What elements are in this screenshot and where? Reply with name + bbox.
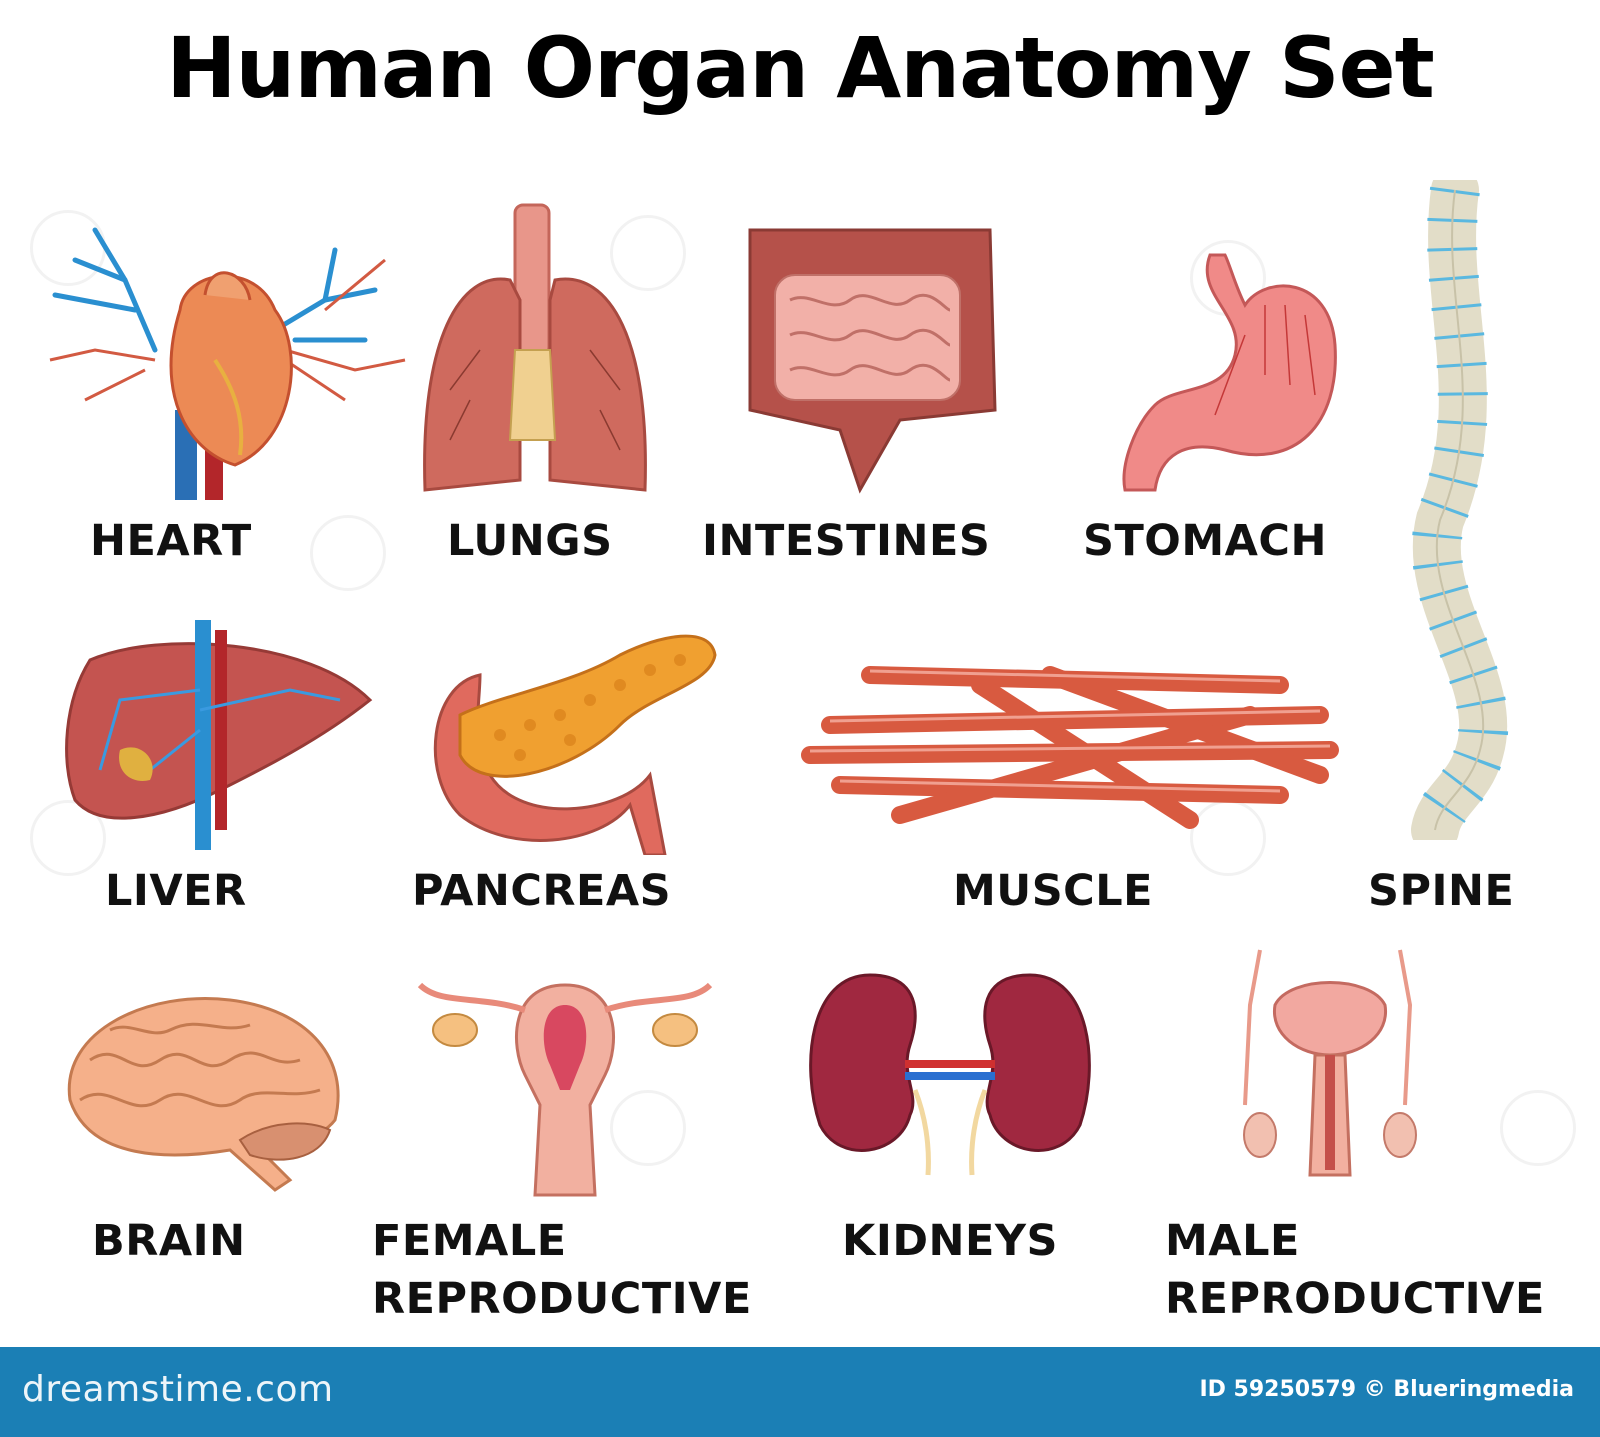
footer-bar: dreamstime.com ID 59250579 © Blueringmed… (0, 1347, 1600, 1437)
lungs-illustration (423, 203, 647, 492)
liver-illustration (65, 620, 373, 850)
brain-illustration (67, 997, 340, 1192)
male-reproductive-label-line2: REPRODUCTIVE (1165, 1274, 1545, 1324)
brain-label: BRAIN (92, 1216, 246, 1266)
watermark-mark (610, 215, 686, 291)
muscle-illustration (801, 666, 1339, 829)
male-reproductive-label-line1: MALE (1165, 1216, 1300, 1266)
watermark-mark (610, 1090, 686, 1166)
spine-illustration (1410, 180, 1509, 840)
pancreas-illustration (433, 634, 717, 855)
pancreas-label: PANCREAS (412, 866, 672, 916)
male-reproductive-illustration (1243, 949, 1417, 1177)
footer-image-id: ID 59250579 © Blueringmedia (1199, 1377, 1574, 1402)
female-reproductive-illustration (417, 982, 713, 1197)
footer-brand[interactable]: dreamstime.com (22, 1369, 334, 1410)
heart-label: HEART (90, 516, 252, 566)
muscle-label: MUSCLE (953, 866, 1154, 916)
watermark-mark (1500, 1090, 1576, 1166)
lungs-label: LUNGS (447, 516, 613, 566)
female-reproductive-label-line2: REPRODUCTIVE (372, 1274, 752, 1324)
heart-illustration (49, 227, 406, 500)
watermark-mark (30, 800, 106, 876)
intestines-label: INTESTINES (702, 516, 991, 566)
kidneys-illustration (809, 973, 1091, 1176)
stomach-label: STOMACH (1083, 516, 1327, 566)
female-reproductive-label-line1: FEMALE (372, 1216, 567, 1266)
watermark-mark (310, 515, 386, 591)
kidneys-label: KIDNEYS (842, 1216, 1058, 1266)
page-title: Human Organ Anatomy Set (166, 19, 1435, 117)
spine-label: SPINE (1368, 866, 1515, 916)
stomach-illustration (1122, 253, 1337, 492)
liver-label: LIVER (105, 866, 247, 916)
intestines-illustration (748, 228, 997, 494)
